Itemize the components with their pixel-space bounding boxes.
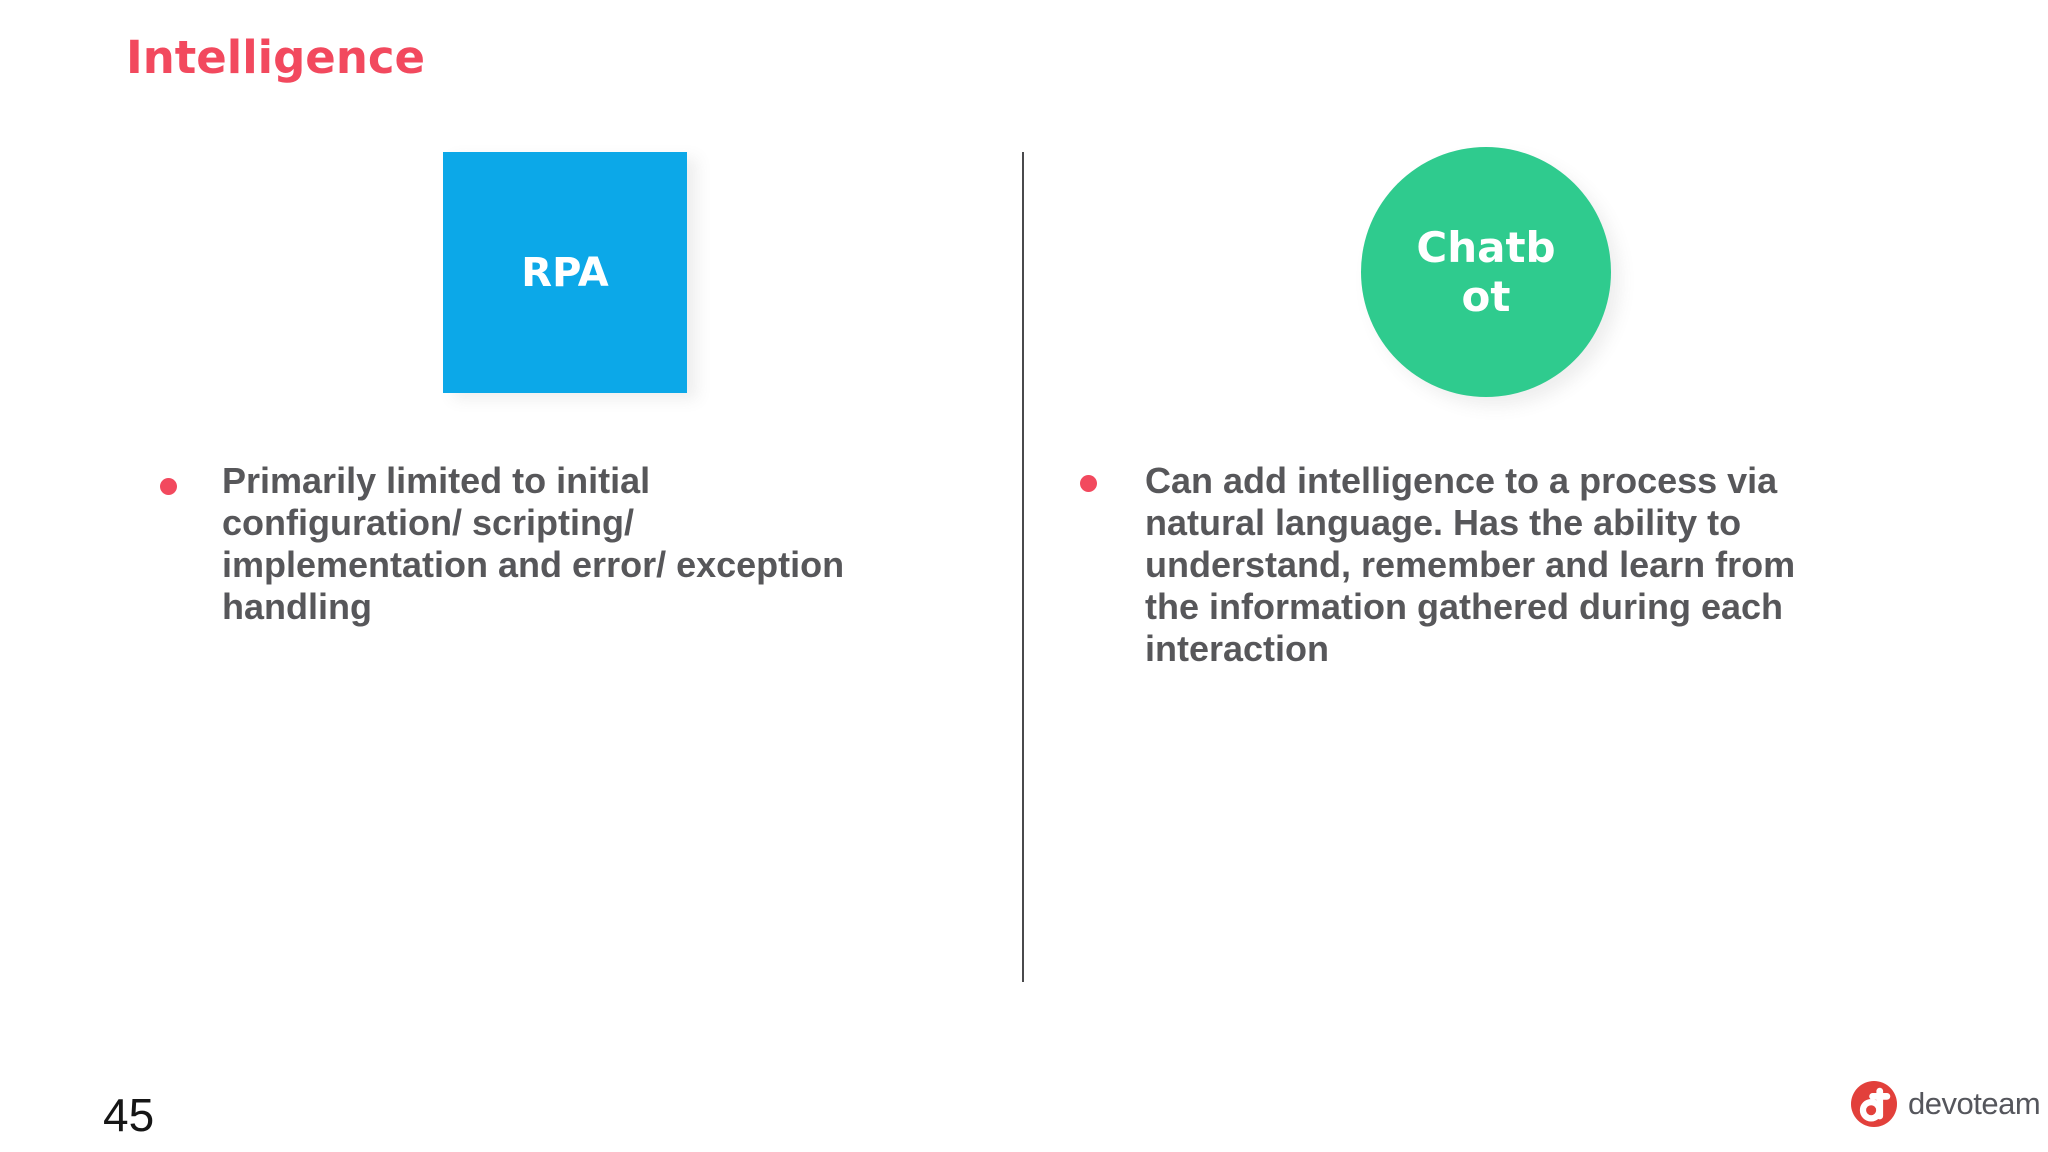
- page-number: 45: [103, 1089, 155, 1141]
- chatbot-shape-label-line2: ot: [1461, 272, 1511, 321]
- left-bullet-marker: [160, 478, 177, 495]
- left-bullet-text: Primarily limited to initial configurati…: [222, 460, 844, 628]
- right-bullet-marker: [1080, 475, 1097, 492]
- right-bullet-line: understand, remember and learn from: [1145, 544, 1796, 585]
- devoteam-wordmark: devoteam: [1908, 1086, 2041, 1121]
- right-bullet-line: interaction: [1145, 628, 1330, 669]
- column-divider: [1022, 152, 1024, 982]
- rpa-shape-label: RPA: [521, 249, 609, 296]
- right-bullet-line: Can add intelligence to a process via: [1145, 460, 1778, 501]
- devoteam-logo: devoteam: [1851, 1081, 2041, 1127]
- right-bullet-line: natural language. Has the ability to: [1145, 502, 1742, 543]
- left-bullet-line: implementation and error/ exception: [222, 544, 845, 585]
- left-bullet-line: Primarily limited to initial: [222, 460, 651, 501]
- right-bullet-line: the information gathered during each: [1145, 586, 1784, 627]
- right-bullet-text: Can add intelligence to a process via na…: [1145, 460, 1795, 670]
- left-bullet-line: configuration/ scripting/: [222, 502, 634, 543]
- chatbot-shape-label-line1: Chatb: [1416, 223, 1556, 272]
- devoteam-logo-icon: [1851, 1081, 1897, 1127]
- rpa-shape: RPA: [443, 152, 687, 393]
- chatbot-shape: Chatb ot: [1361, 147, 1611, 397]
- left-bullet-line: handling: [222, 586, 372, 627]
- page-title: Intelligence: [126, 31, 426, 84]
